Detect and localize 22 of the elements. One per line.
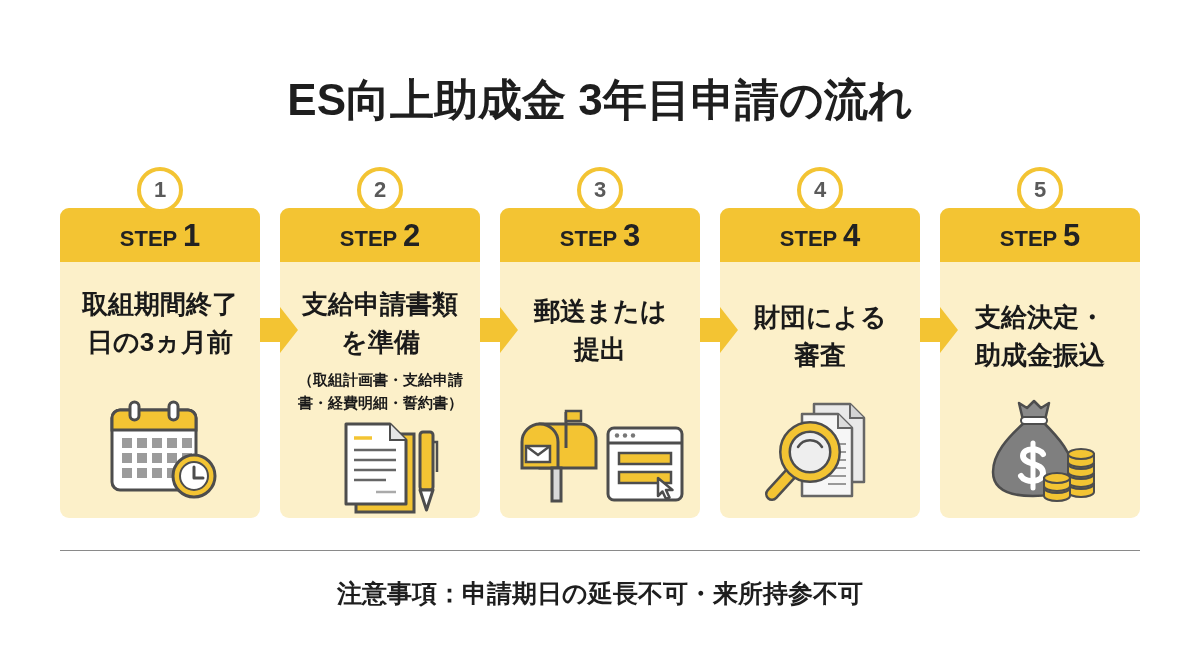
step-card: [500, 208, 700, 518]
arrow: [260, 307, 298, 353]
step-card: [940, 208, 1140, 518]
step-text: 財団による審査: [752, 301, 888, 372]
step-header: STEP 1: [60, 208, 260, 262]
step-card: [280, 208, 480, 518]
step-note: （取組計画書・支給申請書・経費明細・誓約書）: [296, 370, 464, 413]
step-header: STEP 5: [940, 208, 1140, 262]
arrow: [480, 307, 518, 353]
step-text: 支給決定・助成金振込: [974, 301, 1106, 372]
step-card: [60, 208, 260, 518]
step-card: [720, 208, 920, 518]
step-header: STEP 4: [720, 208, 920, 262]
arrow: [700, 307, 738, 353]
note-text: 注意事項：申請期日の延長不可・来所持参不可: [336, 578, 864, 609]
step-text: 支給申請書類を準備: [301, 288, 459, 359]
diagram-title: ES向上助成金 3年目申請の流れ: [286, 74, 914, 126]
step-header: STEP 3: [500, 208, 700, 262]
step-header: STEP 2: [280, 208, 480, 262]
step-text: 郵送または提出: [532, 295, 668, 366]
arrow: [920, 307, 958, 353]
step-text: 取組期間終了日の3ヵ月前: [81, 288, 239, 359]
